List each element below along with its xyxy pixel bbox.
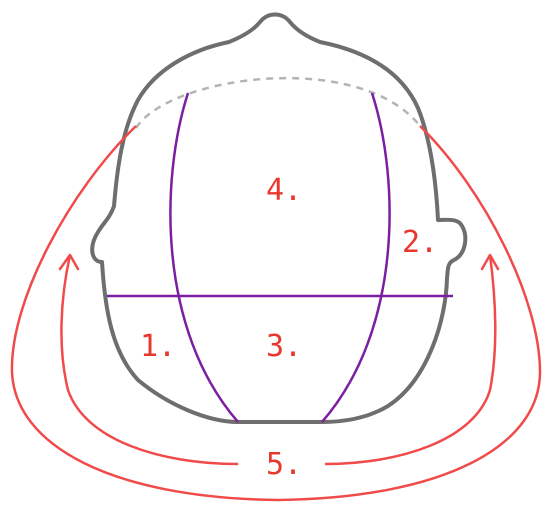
left-section-line bbox=[169, 92, 239, 423]
zone-label-2: 2. bbox=[402, 225, 438, 260]
crown-dashed-arc bbox=[134, 76, 421, 129]
head-outline bbox=[90, 12, 468, 424]
right-red-arrow bbox=[324, 254, 497, 466]
left-red-arrow bbox=[60, 254, 239, 466]
zone-label-3: 3. bbox=[266, 329, 302, 364]
outer-red-loop bbox=[10, 125, 542, 502]
right-section-line bbox=[321, 92, 391, 423]
zone-label-1: 1. bbox=[140, 329, 176, 364]
zone-label-5: 5. bbox=[266, 447, 302, 482]
right-arrowhead bbox=[480, 253, 500, 271]
zone-label-4: 4. bbox=[266, 173, 302, 208]
left-arrowhead bbox=[58, 253, 80, 271]
